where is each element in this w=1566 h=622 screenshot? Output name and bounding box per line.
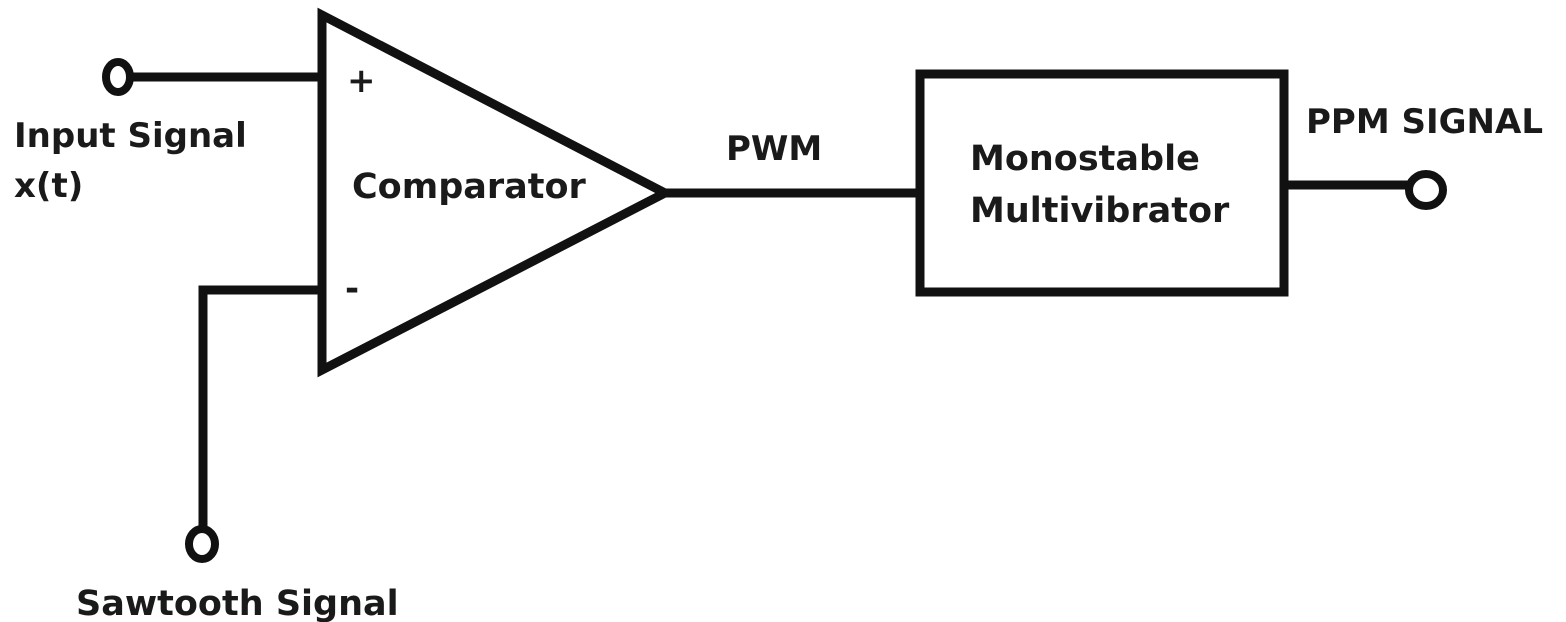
- minus-input-sign: -: [345, 269, 359, 309]
- output-terminal: [1405, 170, 1447, 210]
- sawtooth-wire: [198, 285, 327, 535]
- multivibrator-label: Multivibrator: [970, 191, 1230, 231]
- pwm-label: PWM: [726, 129, 822, 169]
- monostable-label: Monostable: [970, 139, 1200, 179]
- comparator-triangle: [317, 7, 675, 378]
- ppm-signal-label: PPM SIGNAL: [1306, 102, 1543, 142]
- input-signal-variable-label: x(t): [14, 166, 83, 206]
- plus-input-sign: +: [347, 61, 376, 101]
- monostable-multivibrator-block: [915, 69, 1289, 297]
- comparator-label: Comparator: [352, 167, 587, 207]
- input-signal-label: Input Signal: [14, 116, 247, 156]
- sawtooth-terminal: [185, 525, 219, 563]
- sawtooth-signal-label: Sawtooth Signal: [76, 584, 399, 622]
- input-terminal: [102, 58, 134, 96]
